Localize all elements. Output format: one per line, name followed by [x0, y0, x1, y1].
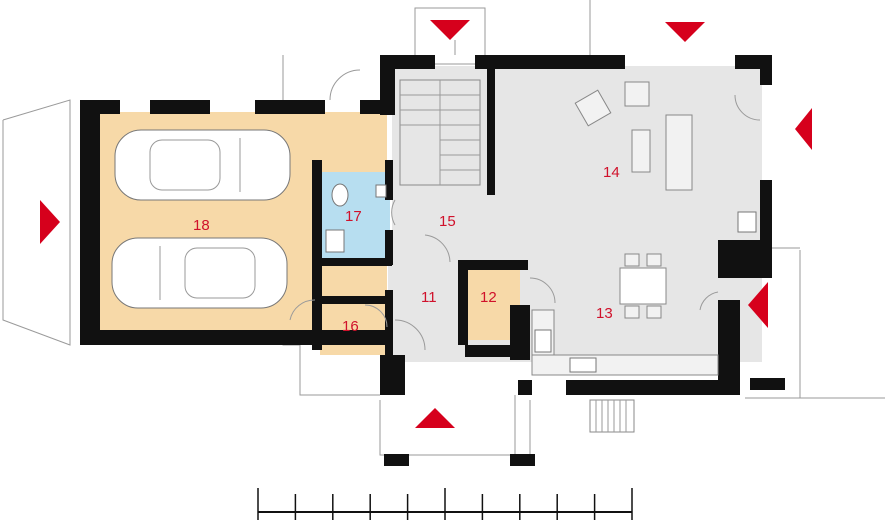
view-arrow-icon: [748, 282, 768, 328]
sofa-icon: [631, 114, 693, 191]
sink-icon: [569, 357, 597, 373]
room-label-14: 14: [603, 164, 620, 181]
view-arrows: [40, 20, 812, 428]
room-label-13: 13: [596, 305, 613, 322]
car-icon: [114, 129, 291, 201]
armchair-icon: [574, 81, 650, 127]
room-label-17: 17: [345, 208, 362, 225]
room-16-floor: [320, 303, 388, 355]
room-label-12: 12: [480, 289, 497, 306]
room-label-11: 11: [421, 289, 437, 306]
doors: [289, 69, 761, 351]
scale-bar: [257, 488, 633, 520]
view-arrow-icon: [40, 200, 60, 244]
view-arrow-icon: [795, 108, 812, 150]
stairs-icon: [399, 79, 481, 186]
view-arrow-icon: [665, 22, 705, 42]
room-label-15: 15: [439, 213, 456, 230]
dining-table-icon: [619, 253, 667, 319]
view-arrow-icon: [415, 408, 455, 428]
room-labels: 18 17 15 14 11 12 13 16: [193, 164, 620, 335]
car-icon: [111, 237, 288, 309]
kitchen-counter: [531, 211, 757, 376]
entry-floor: [388, 265, 463, 360]
walls: [80, 55, 785, 466]
room-label-16: 16: [342, 318, 359, 335]
wc-icon: [325, 183, 387, 253]
terrace-grid: [589, 399, 635, 433]
room-label-18: 18: [193, 217, 210, 234]
view-arrow-icon: [430, 20, 470, 40]
stove-icon: [534, 329, 552, 353]
